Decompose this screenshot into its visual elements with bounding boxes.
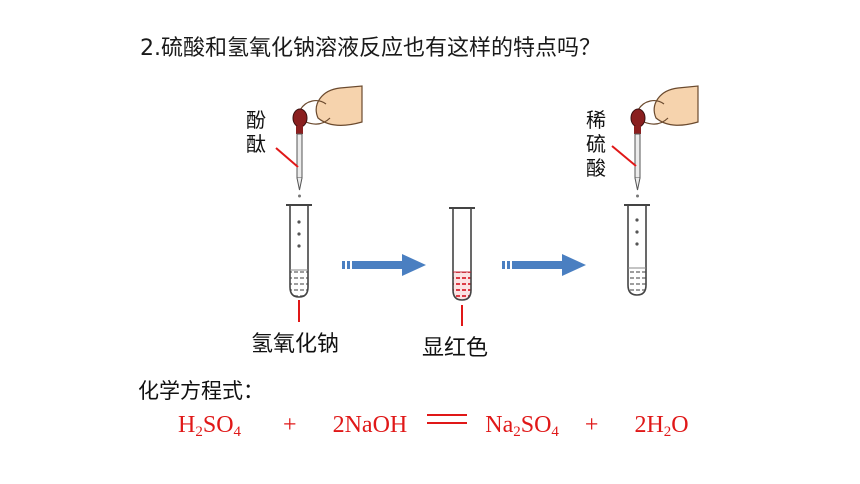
test-tube-red	[449, 207, 475, 301]
plus-sign-1: +	[283, 412, 297, 438]
label-base: 氢氧化钠	[251, 332, 340, 357]
product-water: 2H2O	[634, 412, 689, 440]
pointer-acid	[611, 145, 637, 167]
hand-dropper-left	[292, 85, 363, 198]
reactant-sodium-hydroxide: 2NaOH	[332, 412, 408, 438]
arrow-right-1	[342, 254, 426, 276]
pointer-indicator	[275, 147, 299, 168]
label-result: 显红色	[422, 336, 489, 361]
hand-dropper-right	[630, 85, 699, 198]
arrow-right-2	[502, 254, 586, 276]
label-acid: 稀硫酸	[586, 108, 606, 180]
question-title: 2.硫酸和氢氧化钠溶液反应也有这样的特点吗？	[140, 36, 601, 61]
equals-sign	[427, 414, 468, 424]
equation-title: 化学方程式：	[138, 379, 264, 403]
plus-sign-2: +	[584, 412, 599, 438]
chemical-equation: H2SO4 + 2NaOH Na2SO4 + 2H2O	[178, 412, 689, 441]
label-indicator: 酚酞	[246, 108, 266, 156]
reactant-sulfuric-acid: H2SO4	[178, 412, 242, 440]
test-tube-acid	[624, 204, 650, 296]
product-sodium-sulfate: Na2SO4	[485, 412, 559, 440]
test-tube-base	[286, 204, 312, 298]
